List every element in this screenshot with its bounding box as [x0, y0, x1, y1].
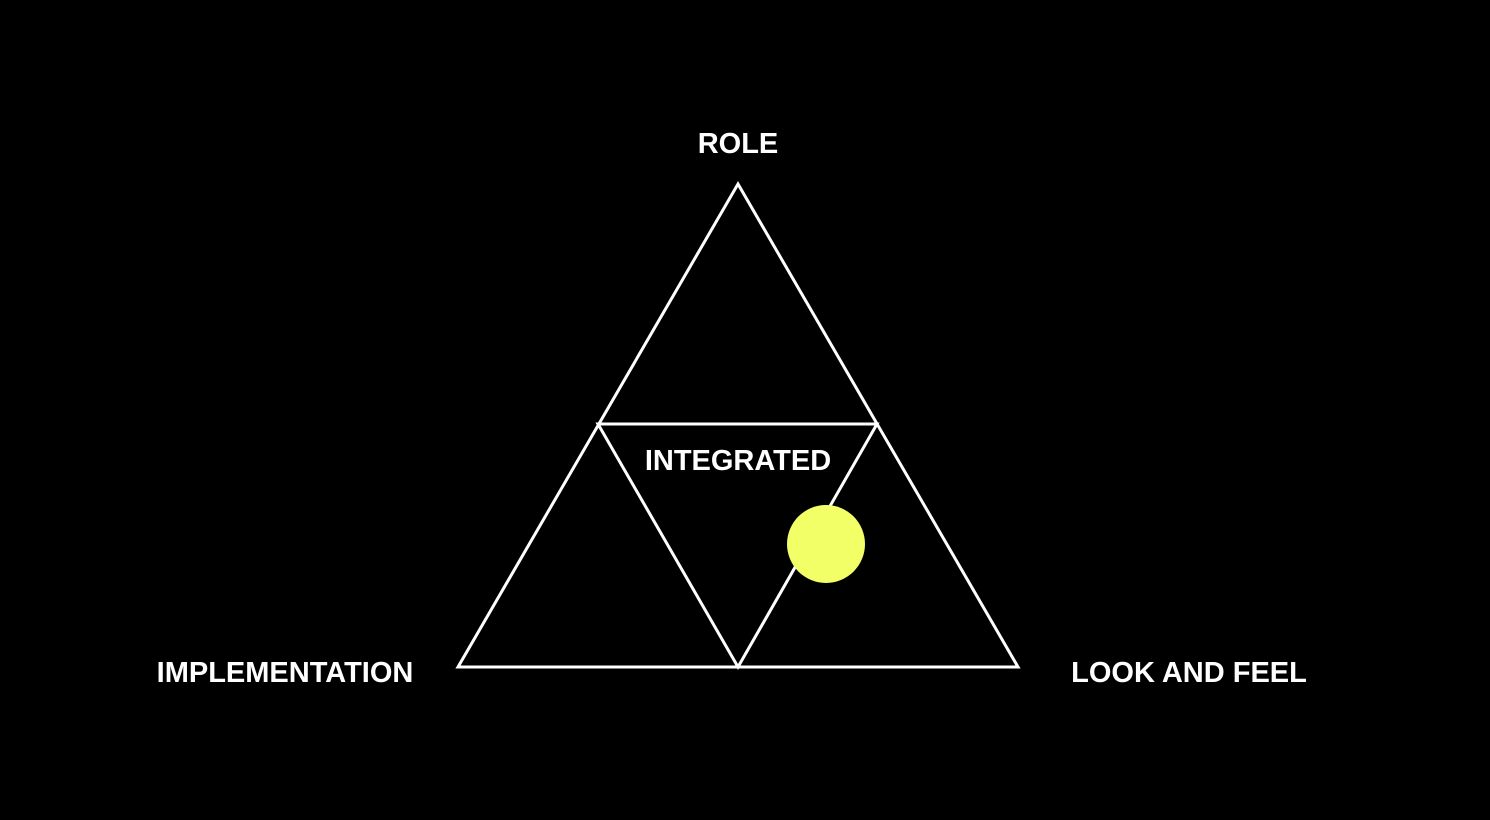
label-integrated: INTEGRATED — [645, 445, 831, 477]
label-implementation: IMPLEMENTATION — [157, 657, 414, 689]
position-marker-dot — [787, 505, 865, 583]
label-look-and-feel: LOOK AND FEEL — [1071, 657, 1307, 689]
label-role: ROLE — [698, 128, 779, 160]
